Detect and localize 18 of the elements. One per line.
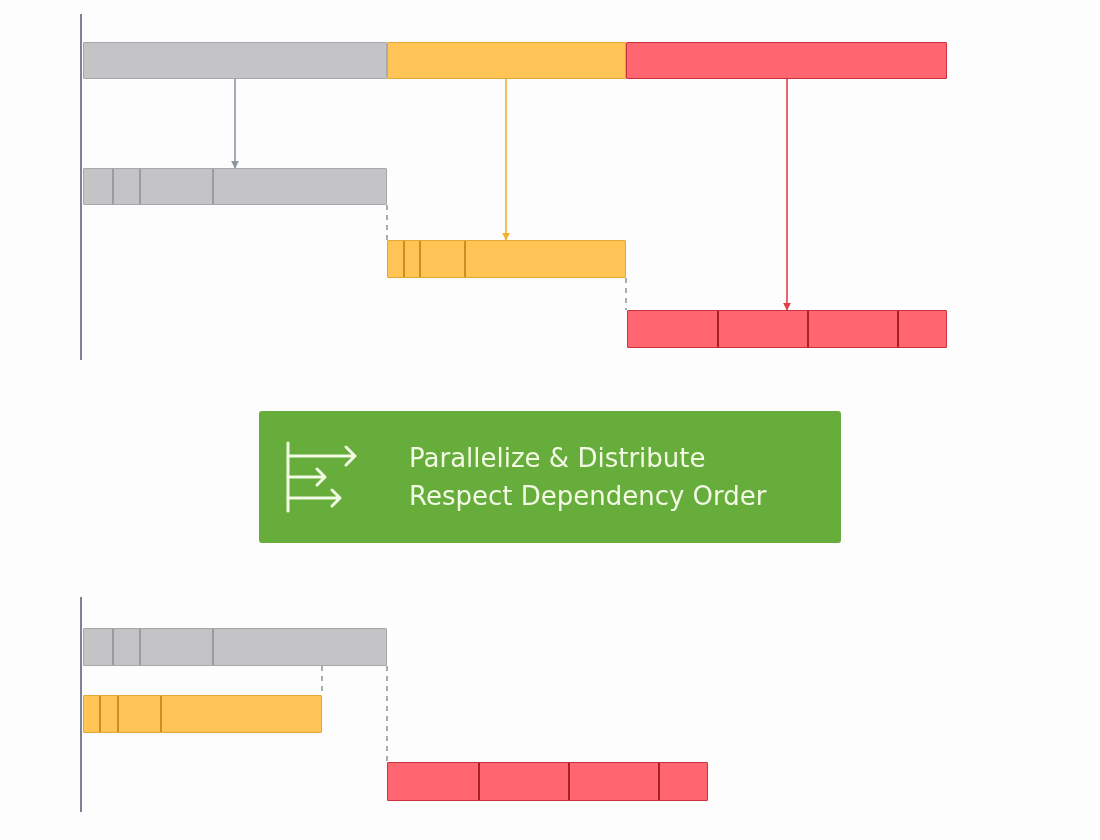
task-bar <box>387 240 626 278</box>
dashed-connector <box>386 204 388 241</box>
task-bar <box>83 42 387 79</box>
arrow <box>231 78 239 169</box>
banner-text: Respect Dependency Order <box>409 480 767 513</box>
task-bar <box>83 628 387 666</box>
task-bar <box>626 42 947 79</box>
dashed-connector <box>386 665 388 763</box>
task-bar <box>83 695 322 733</box>
task-bar <box>83 168 387 205</box>
arrow <box>502 78 510 241</box>
banner-text: Parallelize & Distribute <box>409 442 707 475</box>
arrow <box>783 78 791 311</box>
banner-box <box>259 411 841 543</box>
task-bar <box>627 310 947 348</box>
task-bar <box>387 42 626 79</box>
dashed-connector <box>625 277 627 311</box>
task-bar <box>387 762 708 801</box>
